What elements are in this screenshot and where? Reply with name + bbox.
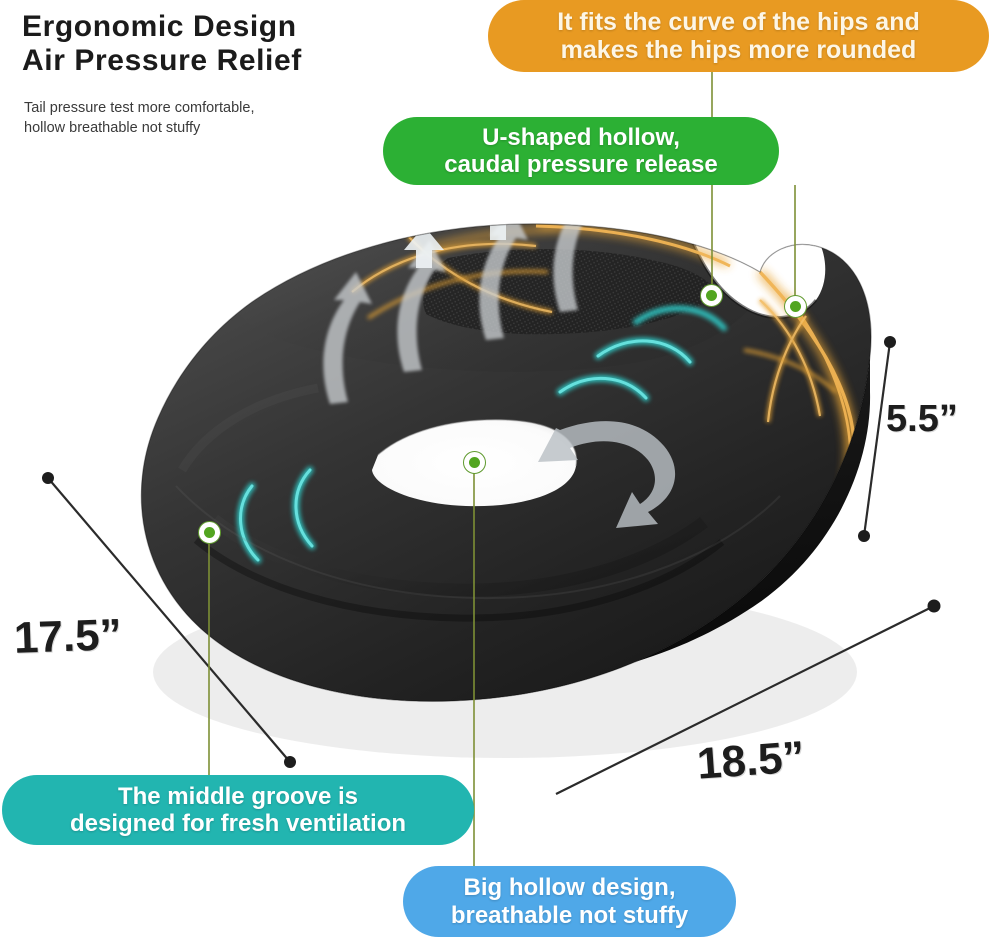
- subtitle-line-2: hollow breathable not stuffy: [24, 120, 201, 136]
- airflow-double-arrow: [538, 421, 676, 528]
- title-line-2: Air Pressure Relief: [22, 44, 302, 77]
- title-line-1: Ergonomic Design: [22, 10, 297, 43]
- page-title: Ergonomic Design Air Pressure Relief: [22, 10, 422, 78]
- callout-ushaped-line-1: U-shaped hollow,: [482, 123, 680, 151]
- callout-groove: The middle groove is designed for fresh …: [2, 775, 474, 845]
- dimension-label-depth: 18.5”: [695, 732, 807, 789]
- subtitle-line-1: Tail pressure test more comfortable,: [24, 100, 255, 116]
- callout-groove-line-2: designed for fresh ventilation: [69, 810, 407, 837]
- marker-dot-bighollow[interactable]: [463, 451, 486, 474]
- callout-hips-line-1: It fits the curve of the hips and: [557, 7, 920, 36]
- callout-hips-line-2: makes the hips more rounded: [560, 36, 917, 64]
- marker-dot-ushaped[interactable]: [700, 284, 723, 307]
- dimension-label-height: 5.5”: [886, 398, 958, 440]
- marker-dot-groove[interactable]: [198, 521, 221, 544]
- orange-accent-curves-right: [743, 298, 838, 423]
- callout-bighollow-line-2: breathable not stuffy: [450, 901, 689, 929]
- air-puff-arrows: [404, 223, 518, 268]
- callout-bighollow-line-1: Big hollow design,: [463, 874, 676, 902]
- airflow-arrow-group: [323, 223, 602, 404]
- callout-groove-line-1: The middle groove is: [117, 782, 359, 810]
- callout-ushaped: U-shaped hollow, caudal pressure release: [383, 117, 779, 185]
- callout-bighollow: Big hollow design, breathable not stuffy: [403, 866, 736, 937]
- callout-ushaped-line-2: caudal pressure release: [444, 151, 718, 178]
- page-subtitle: Tail pressure test more comfortable, hol…: [24, 98, 354, 138]
- callout-hips: It fits the curve of the hips and makes …: [488, 0, 989, 72]
- marker-dot-hips[interactable]: [784, 295, 807, 318]
- dimension-label-width: 17.5”: [13, 610, 123, 663]
